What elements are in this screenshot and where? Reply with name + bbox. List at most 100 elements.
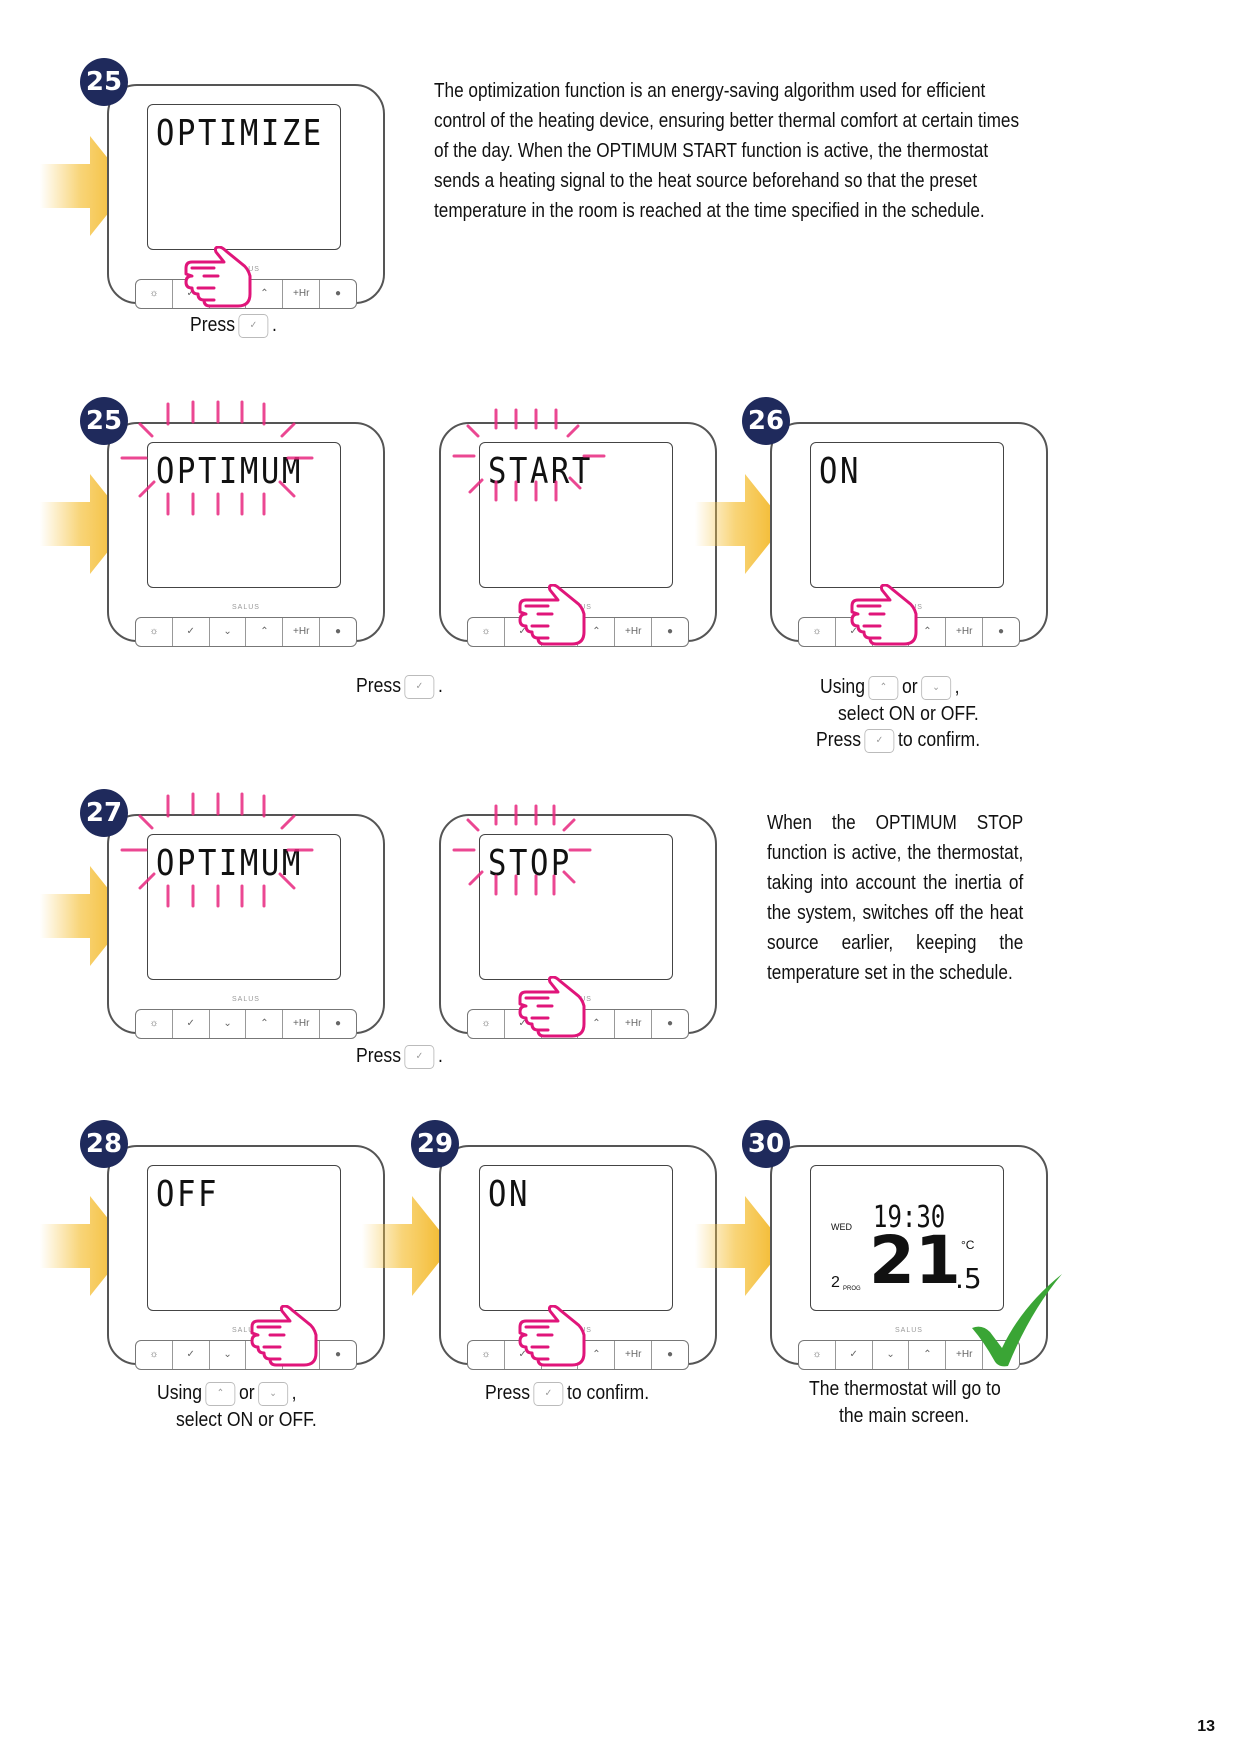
up-key-icon: ⌃ <box>205 1381 236 1406</box>
lcd-screen: OFF <box>147 1165 341 1311</box>
optimum-stop-paragraph: When the OPTIMUM STOP function is active… <box>767 812 1024 984</box>
caption-press: Press✓. <box>356 674 443 699</box>
lcd-screen: OPTIMUM <box>147 834 341 980</box>
power-button[interactable]: ● <box>667 626 674 637</box>
up-button[interactable]: ⌃ <box>578 618 616 646</box>
step-badge: 27 <box>80 789 128 837</box>
confirm-button[interactable]: ✓ <box>836 1341 873 1369</box>
pointing-hand-icon <box>518 1305 598 1367</box>
caption-press: Press✓. <box>190 313 277 338</box>
plus-hour-button[interactable]: +Hr <box>946 618 984 646</box>
plus-hour-button[interactable]: +Hr <box>283 280 321 308</box>
down-button[interactable]: ⌄ <box>873 1341 910 1369</box>
lcd-screen: ON <box>479 1165 673 1311</box>
up-button[interactable]: ⌃ <box>246 1010 284 1038</box>
lcd-screen: STOP <box>479 834 673 980</box>
power-button[interactable]: ● <box>335 1349 342 1360</box>
settings-button[interactable]: ☼ <box>136 618 173 646</box>
lcd-program-label: PROG <box>843 1286 861 1292</box>
up-key-icon: ⌃ <box>868 675 899 700</box>
thermostat-device: OPTIMUM SALUS ☼ ✓ ⌄ ⌃ +Hr ● <box>107 814 385 1039</box>
lcd-text: OPTIMUM <box>156 843 303 884</box>
brand-logo: SALUS <box>232 996 260 1003</box>
up-button[interactable]: ⌃ <box>578 1010 616 1038</box>
pointing-hand-icon <box>850 584 930 646</box>
device-button-row: ☼ ✓ ⌄ ⌃ +Hr ● <box>135 617 357 647</box>
confirm-button[interactable]: ✓ <box>173 1010 210 1038</box>
lcd-text: OPTIMIZE <box>156 113 324 154</box>
up-button[interactable]: ⌃ <box>246 280 284 308</box>
intro-paragraph: The optimization function is an energy-s… <box>434 80 1020 222</box>
power-button[interactable]: ● <box>335 626 342 637</box>
up-button[interactable]: ⌃ <box>909 618 947 646</box>
lcd-temperature-decimal: .5 <box>955 1262 982 1295</box>
lcd-screen: ON <box>810 442 1004 588</box>
power-button[interactable]: ● <box>667 1018 674 1029</box>
power-button[interactable]: ● <box>335 1018 342 1029</box>
confirm-button[interactable]: ✓ <box>173 1341 210 1369</box>
lcd-text: START <box>488 451 593 492</box>
down-button[interactable]: ⌄ <box>210 1010 247 1038</box>
settings-button[interactable]: ☼ <box>136 280 173 308</box>
down-key-icon: ⌄ <box>258 1381 289 1406</box>
up-button[interactable]: ⌃ <box>246 618 284 646</box>
up-button[interactable]: ⌃ <box>909 1341 947 1369</box>
plus-hour-button[interactable]: +Hr <box>283 1010 321 1038</box>
settings-button[interactable]: ☼ <box>136 1341 173 1369</box>
blink-rays-icon <box>452 804 592 896</box>
plus-hour-button[interactable]: +Hr <box>615 618 653 646</box>
blink-rays-icon <box>120 792 314 908</box>
thermostat-device: 19:30 WED 21 °C .5 2 PROG SALUS ☼ ✓ ⌄ ⌃ … <box>770 1145 1048 1370</box>
settings-button[interactable]: ☼ <box>468 1010 505 1038</box>
settings-button[interactable]: ☼ <box>799 1341 836 1369</box>
brand-logo: SALUS <box>232 604 260 611</box>
caption-main-screen-1: The thermostat will go to <box>809 1378 1001 1400</box>
plus-hour-button[interactable]: +Hr <box>946 1341 984 1369</box>
caption-using: Using⌃or⌄, <box>820 675 960 700</box>
down-button[interactable]: ⌄ <box>210 1341 247 1369</box>
down-button[interactable]: ⌄ <box>210 618 247 646</box>
lcd-text: ON <box>819 451 861 492</box>
up-button[interactable]: ⌃ <box>578 1341 616 1369</box>
confirm-key-icon: ✓ <box>238 313 269 338</box>
pointing-hand-icon <box>250 1305 330 1367</box>
lcd-text: OPTIMUM <box>156 451 303 492</box>
pointing-hand-icon <box>518 976 598 1038</box>
plus-hour-button[interactable]: +Hr <box>615 1341 653 1369</box>
caption-using: Using⌃or⌄, <box>157 1381 297 1406</box>
lcd-day: WED <box>831 1222 852 1232</box>
blink-rays-icon <box>452 408 606 502</box>
confirm-button[interactable]: ✓ <box>173 618 210 646</box>
settings-button[interactable]: ☼ <box>799 618 836 646</box>
confirm-key-icon: ✓ <box>404 674 435 699</box>
step-badge: 25 <box>80 397 128 445</box>
lcd-temperature: 21 <box>869 1222 961 1299</box>
thermostat-device: OFF SALUS ☼ ✓ ⌄ ⌃ +Hr ● <box>107 1145 385 1370</box>
power-button[interactable]: ● <box>667 1349 674 1360</box>
lcd-text: ON <box>488 1174 530 1215</box>
thermostat-device: OPTIMUM SALUS ☼ ✓ ⌄ ⌃ +Hr ● <box>107 422 385 647</box>
caption-press: Press✓. <box>356 1044 443 1069</box>
lcd-program-number: 2 <box>831 1274 840 1291</box>
lcd-screen: 19:30 WED 21 °C .5 2 PROG <box>810 1165 1004 1311</box>
settings-button[interactable]: ☼ <box>468 618 505 646</box>
lcd-text: STOP <box>488 843 572 884</box>
step-badge: 26 <box>742 397 790 445</box>
caption-select: select ON or OFF. <box>838 703 979 725</box>
blink-rays-icon <box>120 400 314 516</box>
power-button[interactable]: ● <box>998 626 1005 637</box>
plus-hour-button[interactable]: +Hr <box>615 1010 653 1038</box>
device-button-row: ☼ ✓ ⌄ ⌃ +Hr ● <box>135 1009 357 1039</box>
power-button[interactable]: ● <box>335 288 342 299</box>
down-key-icon: ⌄ <box>921 675 952 700</box>
caption-select: select ON or OFF. <box>176 1409 317 1431</box>
green-checkmark-icon <box>972 1274 1062 1367</box>
step-badge: 28 <box>80 1120 128 1168</box>
caption-confirm: Press✓to confirm. <box>485 1381 650 1406</box>
lcd-time: 19:30 <box>873 1200 946 1235</box>
settings-button[interactable]: ☼ <box>468 1341 505 1369</box>
settings-button[interactable]: ☼ <box>136 1010 173 1038</box>
lcd-unit: °C <box>961 1238 975 1252</box>
brand-logo: SALUS <box>895 1327 923 1334</box>
plus-hour-button[interactable]: +Hr <box>283 618 321 646</box>
